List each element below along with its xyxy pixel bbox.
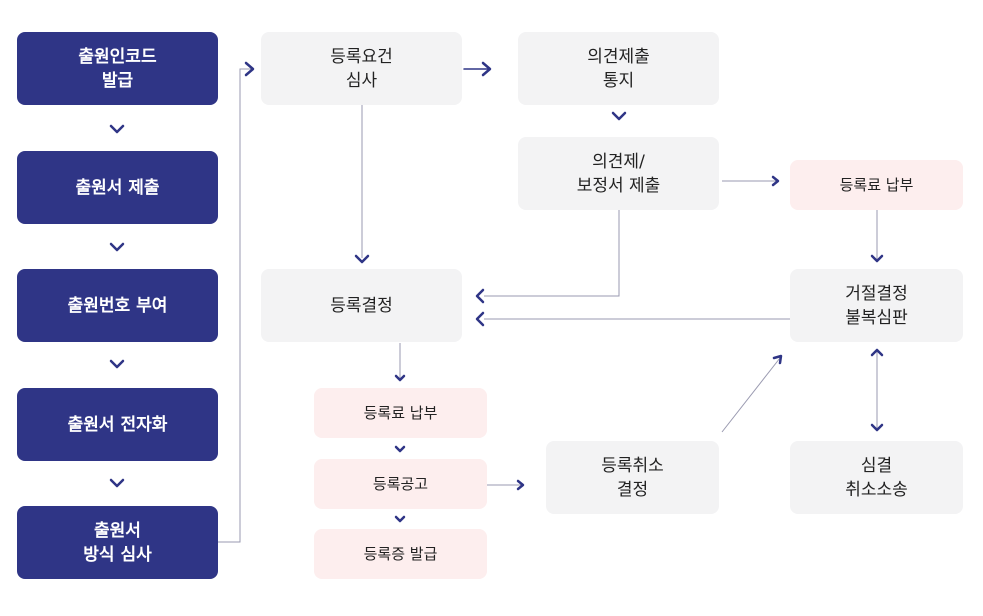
chevron-right-icon bbox=[244, 61, 255, 77]
chevron-down-icon bbox=[394, 374, 406, 382]
chevron-down-icon bbox=[109, 124, 125, 134]
chevron-right-icon bbox=[771, 175, 780, 187]
chevron-down-icon bbox=[109, 478, 125, 488]
step-issue-applicant-code: 출원인코드 발급 bbox=[17, 32, 218, 105]
node-opinion-notice: 의견제출 통지 bbox=[518, 32, 719, 105]
chevron-left-icon bbox=[475, 288, 485, 304]
node-fee-payment-right: 등록료 납부 bbox=[790, 160, 963, 210]
chevron-down-icon bbox=[611, 111, 627, 121]
chevron-down-icon bbox=[394, 515, 406, 523]
chevron-down-icon bbox=[109, 359, 125, 369]
node-registration-announce: 등록공고 bbox=[314, 459, 487, 509]
step-assign-number: 출원번호 부여 bbox=[17, 269, 218, 342]
connector-opinion-to-decision bbox=[484, 210, 620, 297]
step-format-exam: 출원서 방식 심사 bbox=[17, 506, 218, 579]
chevron-down-icon bbox=[394, 445, 406, 453]
arrow-head-icon bbox=[772, 354, 783, 365]
node-opinion-submit: 의견제/ 보정서 제출 bbox=[518, 137, 719, 210]
node-fee-payment: 등록료 납부 bbox=[314, 388, 487, 438]
node-certificate-issue: 등록증 발급 bbox=[314, 529, 487, 579]
connector-exam-to-requirements bbox=[218, 68, 252, 543]
node-trial-suit: 심결 취소소송 bbox=[790, 441, 963, 514]
chevron-up-icon bbox=[870, 348, 884, 357]
node-requirements-exam: 등록요건 심사 bbox=[261, 32, 462, 105]
chevron-left-icon bbox=[475, 311, 485, 327]
connector-cancel-to-trial bbox=[721, 357, 781, 433]
step-submit-application: 출원서 제출 bbox=[17, 151, 218, 224]
chevron-right-icon bbox=[516, 479, 525, 491]
chevron-down-icon bbox=[870, 254, 884, 263]
step-digitize: 출원서 전자화 bbox=[17, 388, 218, 461]
node-registration-decision: 등록결정 bbox=[261, 269, 462, 342]
chevron-down-icon bbox=[354, 254, 370, 264]
chevron-right-icon bbox=[481, 61, 492, 77]
chevron-down-icon bbox=[870, 423, 884, 432]
node-rejection-appeal: 거절결정 불복심판 bbox=[790, 269, 963, 342]
chevron-down-icon bbox=[109, 242, 125, 252]
node-cancel-decision: 등록취소 결정 bbox=[546, 441, 719, 514]
